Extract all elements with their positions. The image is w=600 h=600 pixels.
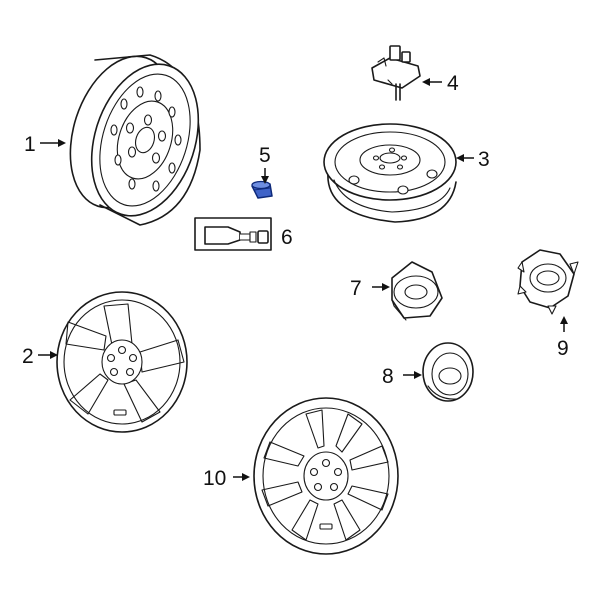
part-4-spare-carrier[interactable] xyxy=(371,45,421,101)
callout-9: 9 xyxy=(557,337,569,360)
callout-1: 1 xyxy=(24,133,36,156)
part-10-alloy-wheel[interactable] xyxy=(253,397,399,555)
part-8-center-cap[interactable] xyxy=(422,342,474,402)
part-3-spare-wheel[interactable] xyxy=(323,123,457,223)
callout-5: 5 xyxy=(259,144,271,167)
part-6-valve-stem[interactable] xyxy=(194,217,272,251)
part-10-spoke-windows xyxy=(261,409,389,541)
callout-4: 4 xyxy=(447,72,459,95)
part-9-center-cap[interactable] xyxy=(517,249,579,315)
callout-2: 2 xyxy=(22,345,34,368)
callout-3: 3 xyxy=(478,148,490,171)
callout-8: 8 xyxy=(382,365,394,388)
part-1-vent-holes xyxy=(110,86,182,192)
part-1-steel-wheel[interactable] xyxy=(52,43,216,230)
part-5-valve-cap[interactable] xyxy=(251,180,273,199)
callout-arrows xyxy=(38,78,568,481)
callout-10: 10 xyxy=(203,467,226,490)
part-7-center-cap[interactable] xyxy=(391,261,443,321)
callout-6: 6 xyxy=(281,226,293,249)
part-1-lug-holes xyxy=(125,114,167,164)
part-2-alloy-wheel[interactable] xyxy=(56,291,188,433)
callout-7: 7 xyxy=(350,277,362,300)
